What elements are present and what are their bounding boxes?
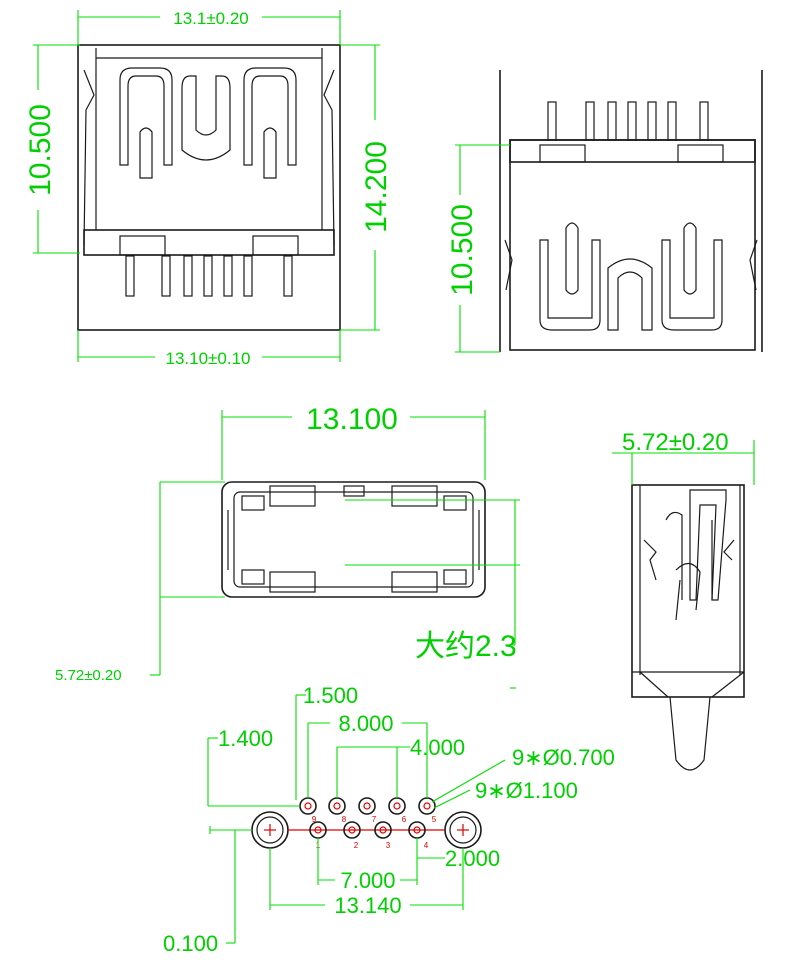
front-contact-right bbox=[243, 67, 297, 166]
side-contact-left bbox=[539, 239, 601, 331]
top-view: 13.100 5.72±0.20 大约2.3 bbox=[55, 403, 520, 689]
pin-label-4: 4 bbox=[424, 841, 429, 850]
dim-7000: 7.000 bbox=[340, 868, 395, 893]
pin-label-7: 7 bbox=[372, 815, 377, 824]
front-pins bbox=[125, 255, 293, 297]
front-contact-right-finger bbox=[263, 127, 277, 179]
dim-top-view-depth: 5.72±0.20 bbox=[55, 667, 122, 684]
dim-0100: 0.100 bbox=[163, 931, 218, 956]
dim-4000: 4.000 bbox=[410, 735, 465, 760]
pin-row-top bbox=[299, 797, 436, 815]
dim-2000: 2.000 bbox=[445, 846, 500, 871]
dim-8000: 8.000 bbox=[338, 711, 393, 736]
dim-holes-small: 9∗Ø0.700 bbox=[512, 745, 615, 770]
front-shell-outline bbox=[77, 44, 341, 331]
side-base bbox=[509, 139, 756, 163]
front-spring-right bbox=[323, 69, 335, 246]
front-contact-left-finger bbox=[139, 127, 153, 179]
dim-1400: 1.400 bbox=[218, 726, 273, 751]
dim-right-height: 14.200 bbox=[360, 141, 393, 233]
dim-bottom-width: 13.10±0.10 bbox=[166, 349, 251, 368]
mount-hole-right bbox=[444, 811, 482, 849]
front-contact-left bbox=[119, 67, 173, 166]
dim-top-view-width: 13.100 bbox=[306, 403, 398, 436]
top-shell-inner bbox=[233, 491, 474, 588]
side-contact-center bbox=[607, 258, 653, 331]
front-contact-center bbox=[181, 75, 231, 161]
side-shell bbox=[509, 139, 756, 351]
pin-row-bottom bbox=[309, 821, 426, 839]
dim-left-height: 10.500 bbox=[24, 104, 57, 196]
front-spring-left bbox=[83, 69, 95, 246]
pin-label-5: 5 bbox=[432, 815, 437, 824]
dim-13140: 13.140 bbox=[334, 893, 401, 918]
pin-label-8: 8 bbox=[342, 815, 347, 824]
profile-body bbox=[631, 484, 745, 698]
pin-label-9: 9 bbox=[312, 815, 317, 824]
front-base bbox=[83, 229, 335, 256]
front-base-left-tab bbox=[119, 235, 166, 256]
dim-profile-depth: 5.72±0.20 bbox=[622, 429, 729, 456]
pin-label-2: 2 bbox=[354, 841, 359, 850]
profile-pin bbox=[669, 696, 711, 771]
front-view: 13.1±0.20 13.10±0.10 10.500 14.200 bbox=[24, 9, 393, 368]
pin-label-6: 6 bbox=[402, 815, 407, 824]
side-contact-right bbox=[661, 239, 723, 331]
footprint-view: 1 2 3 4 5 6 7 8 9 1.500 1.400 8.000 4.00… bbox=[163, 683, 615, 956]
top-shell-outer bbox=[221, 481, 486, 598]
front-base-right-tab bbox=[252, 235, 299, 256]
profile-view: 5.72±0.20 bbox=[612, 429, 755, 771]
side-pins bbox=[547, 101, 709, 141]
top-view-note: 大约2.3 bbox=[415, 630, 517, 663]
dim-top-width: 13.1±0.20 bbox=[173, 9, 249, 28]
side-view: 10.500 bbox=[446, 70, 763, 353]
profile-spring bbox=[689, 489, 727, 601]
pin-label-3: 3 bbox=[386, 841, 391, 850]
dim-holes-large: 9∗Ø1.100 bbox=[475, 778, 578, 803]
mount-hole-left bbox=[251, 811, 289, 849]
dim-1500: 1.500 bbox=[303, 683, 358, 708]
dim-side-height: 10.500 bbox=[446, 204, 479, 296]
